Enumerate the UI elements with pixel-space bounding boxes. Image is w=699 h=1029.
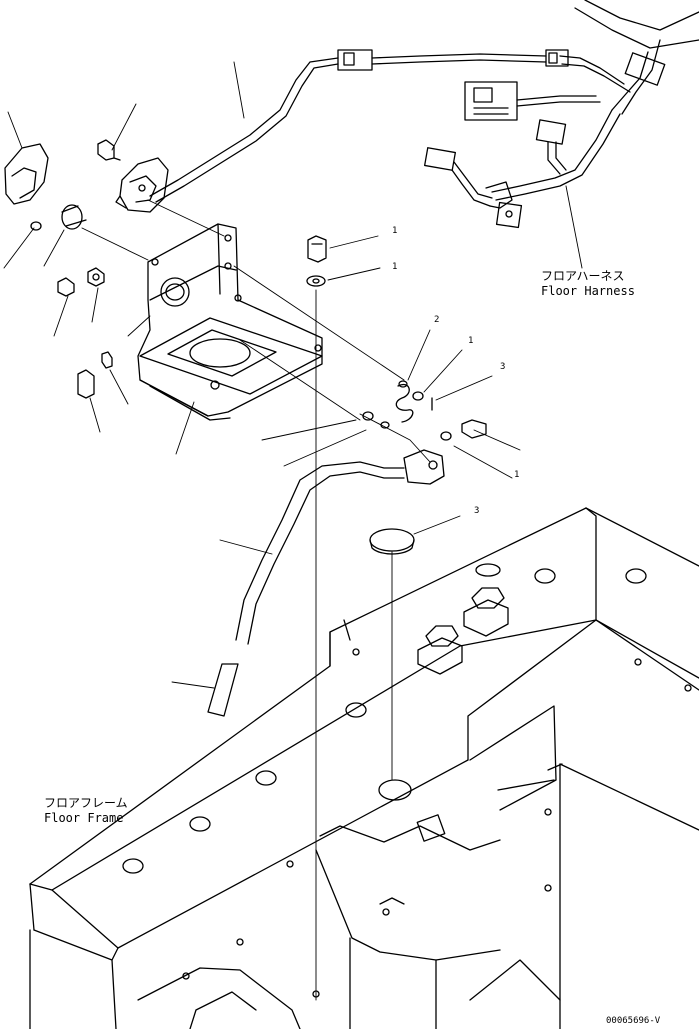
document-id: 00065696-V	[606, 1016, 661, 1026]
floor-harness	[149, 0, 699, 229]
small-hardware-left	[57, 267, 113, 399]
plug-cap	[369, 528, 415, 555]
callout-bolt-top: 1	[392, 226, 398, 236]
floor-frame	[29, 507, 699, 1029]
callout-spring: 2	[434, 315, 440, 325]
spring-assembly	[362, 380, 487, 441]
floor-harness-label-jp: フロアハーネス	[541, 269, 625, 283]
floor-harness-label-en: Floor Harness	[541, 284, 635, 298]
callout-washer-mid: 1	[468, 336, 474, 346]
mounting-bracket	[137, 223, 323, 421]
leader-lines	[3, 61, 583, 1001]
callout-bottom-washer: 1	[514, 470, 520, 480]
callout-mid-right: 3	[500, 362, 506, 372]
bolt-washer-center	[306, 235, 327, 287]
callout-plug: 3	[474, 506, 480, 516]
control-rod	[207, 449, 445, 717]
floor-frame-label-en: Floor Frame	[44, 811, 124, 825]
floor-frame-label-jp: フロアフレーム	[44, 796, 128, 810]
callout-washer-top: 1	[392, 262, 398, 272]
lever-knob	[4, 143, 87, 231]
